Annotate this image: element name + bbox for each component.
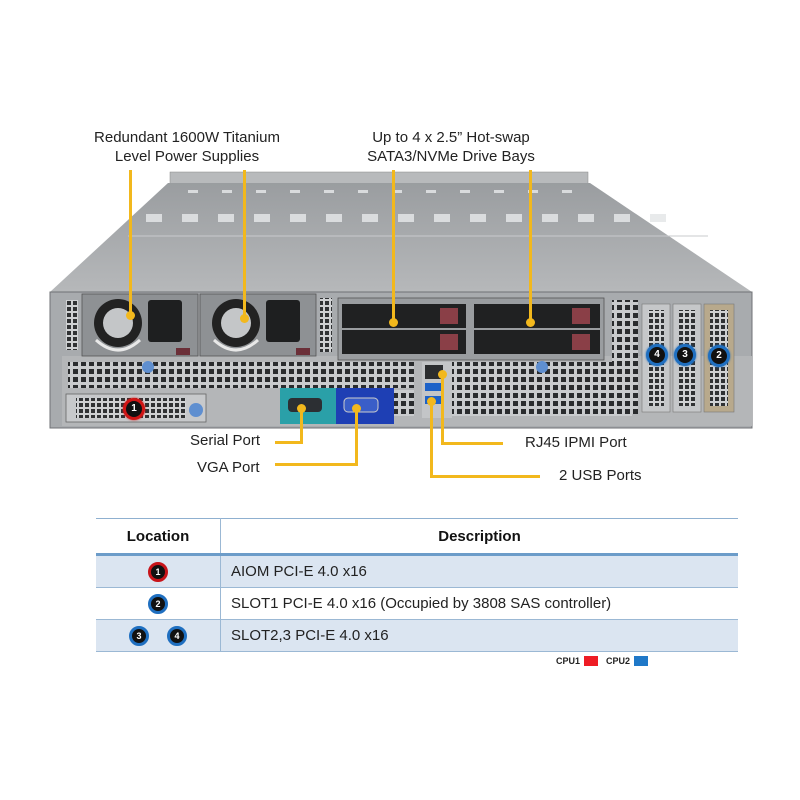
power-supply-1 — [81, 293, 199, 357]
slot-badge-2: 2 — [708, 345, 730, 367]
location-cell: 2 — [96, 587, 221, 620]
usb-ports-label: 2 USB Ports — [559, 467, 642, 484]
slot-badge-3: 3 — [674, 344, 696, 366]
drive-bay-left-leader-line — [392, 170, 395, 322]
description-cell: AIOM PCI-E 4.0 x16 — [220, 554, 738, 588]
vga-leader-line-v — [355, 410, 358, 466]
psu1-leader-line — [129, 170, 132, 314]
power-supplies-callout: Redundant 1600W Titanium Level Power Sup… — [88, 128, 286, 166]
vga-port-label: VGA Port — [197, 459, 260, 476]
power-supply-2 — [199, 293, 317, 357]
legend-cpu2-swatch — [634, 656, 649, 666]
rj45-ipmi-label: RJ45 IPMI Port — [525, 434, 627, 451]
drive-bay-right-leader-line — [529, 170, 532, 322]
drive-bay-right-leader-dot — [526, 318, 535, 327]
psu2-leader-dot — [240, 314, 249, 323]
psu1-leader-dot — [126, 311, 135, 320]
legend-cpu1-swatch — [584, 656, 599, 666]
serial-port-label: Serial Port — [190, 432, 261, 449]
slot-location-table: Location Description 1 AIOM PCI-E 4.0 x1… — [96, 518, 738, 652]
legend-cpu1-label: CPU1 — [556, 656, 581, 666]
rj45-leader-dot — [438, 370, 447, 379]
rj45-leader-line-v — [441, 373, 444, 445]
chassis-top-cover — [50, 171, 752, 292]
usb-leader-line-h — [430, 475, 540, 478]
serial-leader-dot — [297, 404, 306, 413]
server-rear-illustration — [49, 171, 753, 429]
serial-leader-line-v — [300, 410, 303, 443]
location-badge-2: 2 — [148, 593, 168, 614]
aiom-badge-1: 1 — [123, 398, 145, 420]
usb-port-1 — [425, 383, 441, 391]
location-badge-1: 1 — [148, 561, 168, 582]
usb-leader-line-v — [430, 400, 433, 478]
usb-leader-dot — [427, 397, 436, 406]
drive-bay-left-leader-dot — [389, 318, 398, 327]
slot-badge-4: 4 — [646, 344, 668, 366]
vga-leader-line-h — [275, 463, 358, 466]
power-supplies-callout-line2: Level Power Supplies — [114, 148, 260, 165]
table-header-row: Location Description — [96, 518, 738, 556]
power-supplies-callout-line1: Redundant 1600W Titanium — [94, 129, 280, 146]
vga-leader-dot — [352, 404, 361, 413]
location-badge-3: 3 — [129, 625, 149, 646]
psu2-leader-line — [243, 170, 246, 318]
legend-cpu2-label: CPU2 — [606, 656, 631, 666]
drive-bays-callout: Up to 4 x 2.5” Hot-swap SATA3/NVMe Drive… — [356, 128, 546, 166]
drive-bay-cage — [337, 297, 605, 361]
description-cell: SLOT2,3 PCI-E 4.0 x16 — [220, 619, 738, 652]
location-cell: 1 — [96, 554, 221, 588]
rj45-leader-line-h — [441, 442, 503, 445]
table-row: 2 SLOT1 PCI-E 4.0 x16 (Occupied by 3808 … — [96, 587, 738, 620]
cpu-legend: CPU1 CPU2 — [556, 656, 649, 666]
table-row: 1 AIOM PCI-E 4.0 x16 — [96, 554, 738, 588]
drive-bays-callout-line2: SATA3/NVMe Drive Bays — [367, 148, 535, 165]
drive-bays-callout-line1: Up to 4 x 2.5” Hot-swap — [372, 129, 530, 146]
description-cell: SLOT1 PCI-E 4.0 x16 (Occupied by 3808 SA… — [220, 587, 738, 620]
location-header: Location — [96, 518, 221, 556]
description-header: Description — [220, 518, 738, 556]
location-badge-4: 4 — [167, 625, 187, 646]
serial-leader-line-h — [275, 441, 303, 444]
